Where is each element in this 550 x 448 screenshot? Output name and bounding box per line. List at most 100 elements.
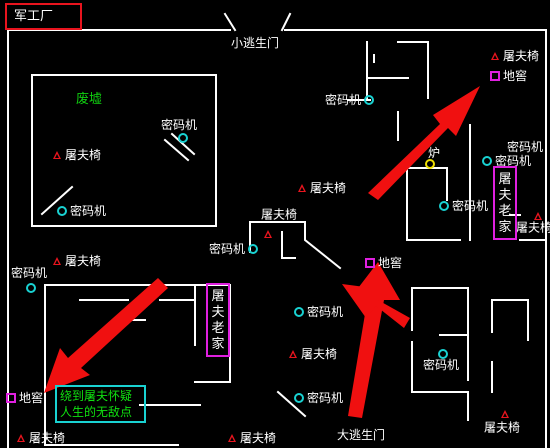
cipher-machine: 密码机 <box>57 203 106 218</box>
red-triangle-icon <box>228 433 236 442</box>
rocket-chair-icon <box>534 208 542 222</box>
chair-label: 屠夫椅 <box>516 220 550 235</box>
cipher-label: 密码机 <box>495 153 532 168</box>
large-exit-label: 大逃生门 <box>337 428 386 442</box>
butcher-house-label-left: 屠 夫 老 家 <box>206 283 230 357</box>
cipher-machine: 密码机 <box>294 390 343 405</box>
cyan-circle-icon <box>438 348 448 359</box>
cellar-hatch: 地窖 <box>365 255 402 270</box>
cipher-label: 密码机 <box>452 198 489 213</box>
rocket-chair: 屠夫椅 <box>228 430 276 445</box>
red-triangle-icon <box>17 433 25 442</box>
house-char: 家 <box>211 337 225 352</box>
left-house-walls <box>44 284 231 446</box>
rocket-chair: 屠夫椅 <box>53 147 101 162</box>
red-triangle-icon <box>534 211 542 220</box>
red-arrow-icon <box>44 278 168 393</box>
house-char: 夫 <box>211 305 225 320</box>
house-char: 老 <box>211 321 225 336</box>
cipher-machine: 密码机 <box>439 198 488 213</box>
cipher-machine: 密码机 <box>420 357 459 372</box>
red-arrow-icon <box>348 262 400 418</box>
lower-slant <box>276 390 307 418</box>
chair-label: 屠夫椅 <box>503 48 540 63</box>
ruins-slant <box>40 185 74 216</box>
cyan-circle-icon <box>178 132 188 143</box>
cipher-machine: 密码机 <box>8 265 47 280</box>
cipher-label: 密码机 <box>70 203 107 218</box>
ruins-inner-lines <box>163 132 196 162</box>
chair-label: 屠夫椅 <box>484 420 521 435</box>
cipher-label: 密码机 <box>325 92 362 107</box>
cipher-machine: 密码机 <box>294 304 343 319</box>
yellow-circle-icon <box>425 159 435 169</box>
rocket-chair-icon <box>501 406 509 420</box>
rocket-chair: 屠夫椅 <box>17 430 65 445</box>
cellar-label: 地窖 <box>378 255 403 270</box>
cyan-circle-icon <box>248 243 259 254</box>
rocket-chair: 屠夫椅 <box>53 253 101 268</box>
red-triangle-icon <box>501 409 509 418</box>
cyan-circle-icon <box>57 205 67 216</box>
ruins-label: 废墟 <box>76 92 103 107</box>
rocket-chair: 屠夫椅 <box>298 180 346 195</box>
cipher-machine-icon <box>178 130 188 144</box>
cellar-hatch: 地窖 <box>490 68 527 83</box>
rocket-chair: 屠夫椅 <box>289 346 337 361</box>
house-char: 老 <box>498 204 512 219</box>
cipher-label: 密码机 <box>161 117 198 132</box>
red-triangle-icon <box>491 51 499 60</box>
cipher-machine-icon <box>438 346 448 360</box>
furnace-marker: 炉 <box>425 146 440 172</box>
rocket-chair: 屠夫椅 <box>484 420 520 435</box>
cyan-circle-icon <box>26 282 36 293</box>
cipher-label: 密码机 <box>307 304 344 319</box>
upper-right-walls <box>366 41 429 99</box>
chair-label: 屠夫椅 <box>261 207 298 222</box>
cellar-label: 地窖 <box>19 390 44 405</box>
map-title: 军工厂 <box>5 3 82 30</box>
tip-note-line: 人生的无敌点 <box>60 405 133 419</box>
cipher-label: 密码机 <box>507 139 544 154</box>
house-char: 家 <box>498 220 512 235</box>
tip-note-line: 绕到屠夫怀疑 <box>60 389 133 403</box>
cipher-label: 密码机 <box>307 390 344 405</box>
butcher-house-label-right: 屠 夫 老 家 <box>493 166 517 240</box>
chair-label: 屠夫椅 <box>240 430 277 445</box>
chair-label: 屠夫椅 <box>301 346 338 361</box>
magenta-square-icon <box>365 257 375 268</box>
chair-label: 屠夫椅 <box>65 253 102 268</box>
small-exit-label: 小逃生门 <box>231 36 280 50</box>
cyan-circle-icon <box>439 200 449 211</box>
cipher-machine: 密码机 <box>322 92 375 107</box>
rocket-chair: 屠夫椅 <box>261 207 297 222</box>
right-room-walls <box>406 167 461 241</box>
cyan-circle-icon <box>482 155 492 166</box>
far-right-walls <box>491 299 529 393</box>
magenta-square-icon <box>490 70 500 81</box>
red-triangle-icon <box>264 229 272 238</box>
red-triangle-icon <box>298 183 306 192</box>
left-house-lower <box>44 381 231 446</box>
house-char: 屠 <box>211 289 225 304</box>
direction-arrows <box>44 86 480 418</box>
rocket-chair-icon <box>264 226 272 240</box>
red-triangle-icon <box>53 256 61 265</box>
rocket-chair: 屠夫椅 <box>516 220 550 235</box>
cellar-hatch: 地窖 <box>6 390 43 405</box>
cipher-machine-icon <box>26 280 36 294</box>
cipher-machine: 密码机 <box>482 153 531 168</box>
magenta-square-icon <box>6 392 16 403</box>
chair-label: 屠夫椅 <box>29 430 66 445</box>
chair-label: 屠夫椅 <box>310 180 347 195</box>
red-triangle-icon <box>53 150 61 159</box>
red-triangle-icon <box>289 349 297 358</box>
outer-wall <box>7 29 547 448</box>
tip-note: 绕到屠夫怀疑 人生的无敌点 <box>55 385 146 423</box>
chair-label: 屠夫椅 <box>65 147 102 162</box>
cipher-machine: 密码机 <box>504 139 543 154</box>
cipher-label: 密码机 <box>11 265 48 280</box>
furnace-label: 炉 <box>428 146 441 160</box>
